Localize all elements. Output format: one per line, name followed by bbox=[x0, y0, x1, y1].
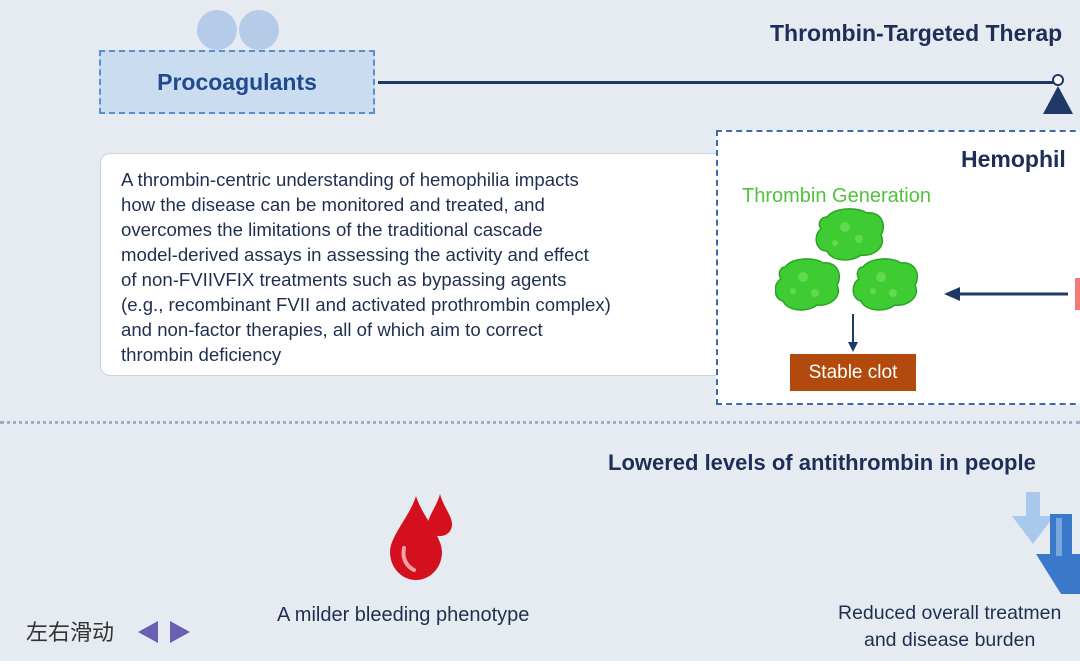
decor-circle-left bbox=[197, 10, 237, 50]
section-divider bbox=[0, 421, 1080, 424]
thrombin-molecules-icon bbox=[775, 208, 919, 311]
down-arrow-to-clot bbox=[848, 314, 858, 352]
lower-section-title: Lowered levels of antithrombin in people bbox=[608, 450, 1036, 475]
card-line: how the disease can be monitored and tre… bbox=[121, 194, 545, 215]
connector-line bbox=[378, 81, 1060, 84]
thrombin-generation-label: Thrombin Generation bbox=[742, 185, 931, 207]
edge-marker bbox=[1075, 278, 1080, 310]
card-line: of non-FVIIVFIX treatments such as bypas… bbox=[121, 269, 567, 290]
hemophilia-title: Hemophil bbox=[961, 146, 1066, 172]
card-line: overcomes the limitations of the traditi… bbox=[121, 219, 543, 240]
blood-drop-icon bbox=[390, 494, 452, 580]
swipe-hint: 左右滑动 bbox=[26, 620, 115, 645]
card-line: and non-factor therapies, all of which a… bbox=[121, 319, 543, 340]
right-arrow-icon[interactable] bbox=[170, 621, 190, 643]
connector-node bbox=[1052, 74, 1064, 86]
milder-phenotype-text: A milder bleeding phenotype bbox=[277, 604, 530, 626]
therapy-title: Thrombin-Targeted Therap bbox=[770, 20, 1063, 46]
down-arrows-icon bbox=[1012, 492, 1080, 594]
decor-circle-right bbox=[239, 10, 279, 50]
description-card: A thrombin-centric understanding of hemo… bbox=[100, 153, 740, 376]
card-line: thrombin deficiency bbox=[121, 344, 282, 365]
procoagulants-box: Procoagulants bbox=[99, 50, 375, 114]
left-arrow-to-thrombin bbox=[944, 287, 1068, 301]
reduced-burden-text: Reduced overall treatmen and disease bur… bbox=[838, 600, 1061, 654]
card-line: (e.g., recombinant FVII and activated pr… bbox=[121, 294, 611, 315]
card-line: A thrombin-centric understanding of hemo… bbox=[121, 169, 579, 190]
stable-clot-label: Stable clot bbox=[790, 354, 916, 391]
card-line: model-derived assays in assessing the ac… bbox=[121, 244, 589, 265]
left-arrow-icon[interactable] bbox=[138, 621, 158, 643]
reduced-line-2: and disease burden bbox=[863, 629, 1036, 651]
connector-marker bbox=[1043, 86, 1073, 114]
reduced-line-1: Reduced overall treatmen bbox=[838, 602, 1062, 624]
